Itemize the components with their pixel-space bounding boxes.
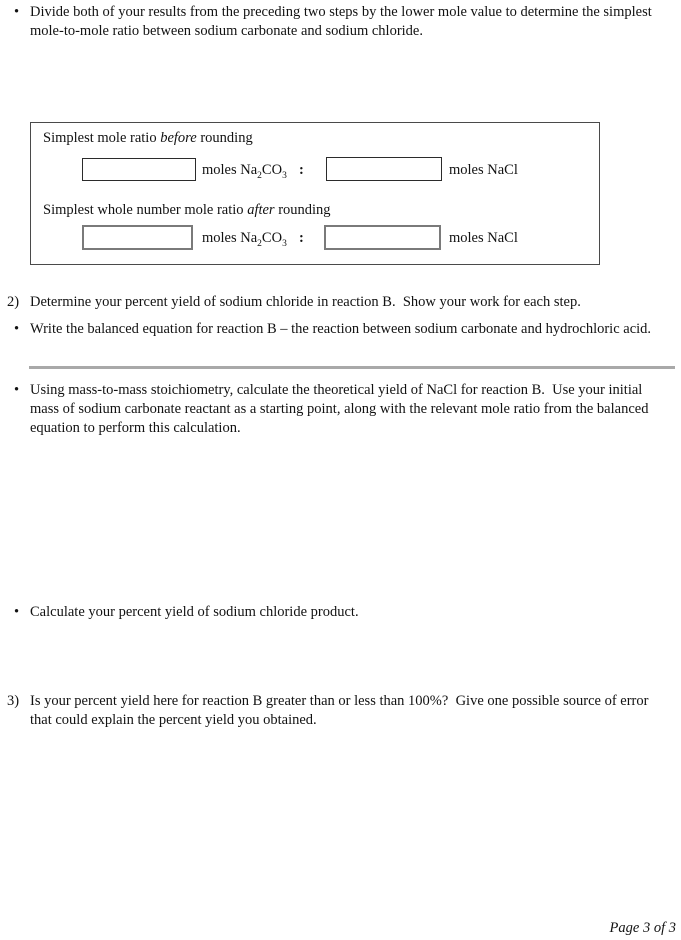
question-3-paragraph: Is your percent yield here for reaction … xyxy=(30,693,648,731)
ratio-colon: : xyxy=(299,230,304,246)
nacl-label: moles NaCl xyxy=(449,230,518,246)
bullet-icon: • xyxy=(14,321,20,337)
na2co3-formula-label: moles Na2CO3 xyxy=(202,230,287,249)
page-number-footer: Page 3 of 3 xyxy=(609,920,676,936)
bullet-icon: • xyxy=(14,604,20,620)
bullet-icon: • xyxy=(14,382,20,398)
nacl-label: moles NaCl xyxy=(449,162,518,178)
stoichiometry-bullet-paragraph: Using mass-to-mass stoichiometry, calcul… xyxy=(30,382,648,439)
q3-line-2: that could explain the percent yield you… xyxy=(30,712,317,728)
percent-yield-bullet: Calculate your percent yield of sodium c… xyxy=(30,604,359,620)
after-nacl-moles-input[interactable] xyxy=(324,225,441,250)
stoich-line-3: equation to perform this calculation. xyxy=(30,420,241,436)
question-3-number: 3) xyxy=(7,693,20,709)
intro-line-2: mole-to-mole ratio between sodium carbon… xyxy=(30,23,423,39)
before-rounding-label: Simplest mole ratio before rounding xyxy=(43,130,253,146)
q3-line-1: Is your percent yield here for reaction … xyxy=(30,693,649,709)
ratio-colon: : xyxy=(299,162,304,178)
after-na2co3-moles-input[interactable] xyxy=(82,225,193,250)
stoich-line-1: Using mass-to-mass stoichiometry, calcul… xyxy=(30,382,643,398)
question-2-text: Determine your percent yield of sodium c… xyxy=(30,294,581,310)
intro-bullet-paragraph: Divide both of your results from the pre… xyxy=(30,4,652,42)
bullet-icon: • xyxy=(14,4,20,20)
after-rounding-label: Simplest whole number mole ratio after r… xyxy=(43,202,331,218)
mole-ratio-answer-box: Simplest mole ratio before rounding mole… xyxy=(30,122,600,265)
intro-line-1: Divide both of your results from the pre… xyxy=(30,4,652,20)
balanced-equation-bullet: Write the balanced equation for reaction… xyxy=(30,321,652,337)
na2co3-formula-label: moles Na2CO3 xyxy=(202,162,287,181)
before-na2co3-moles-input[interactable] xyxy=(82,158,196,181)
before-nacl-moles-input[interactable] xyxy=(326,157,442,181)
question-2-number: 2) xyxy=(7,294,20,310)
section-divider-line xyxy=(29,366,675,369)
stoich-line-2: mass of sodium carbonate reactant as a s… xyxy=(30,401,649,417)
